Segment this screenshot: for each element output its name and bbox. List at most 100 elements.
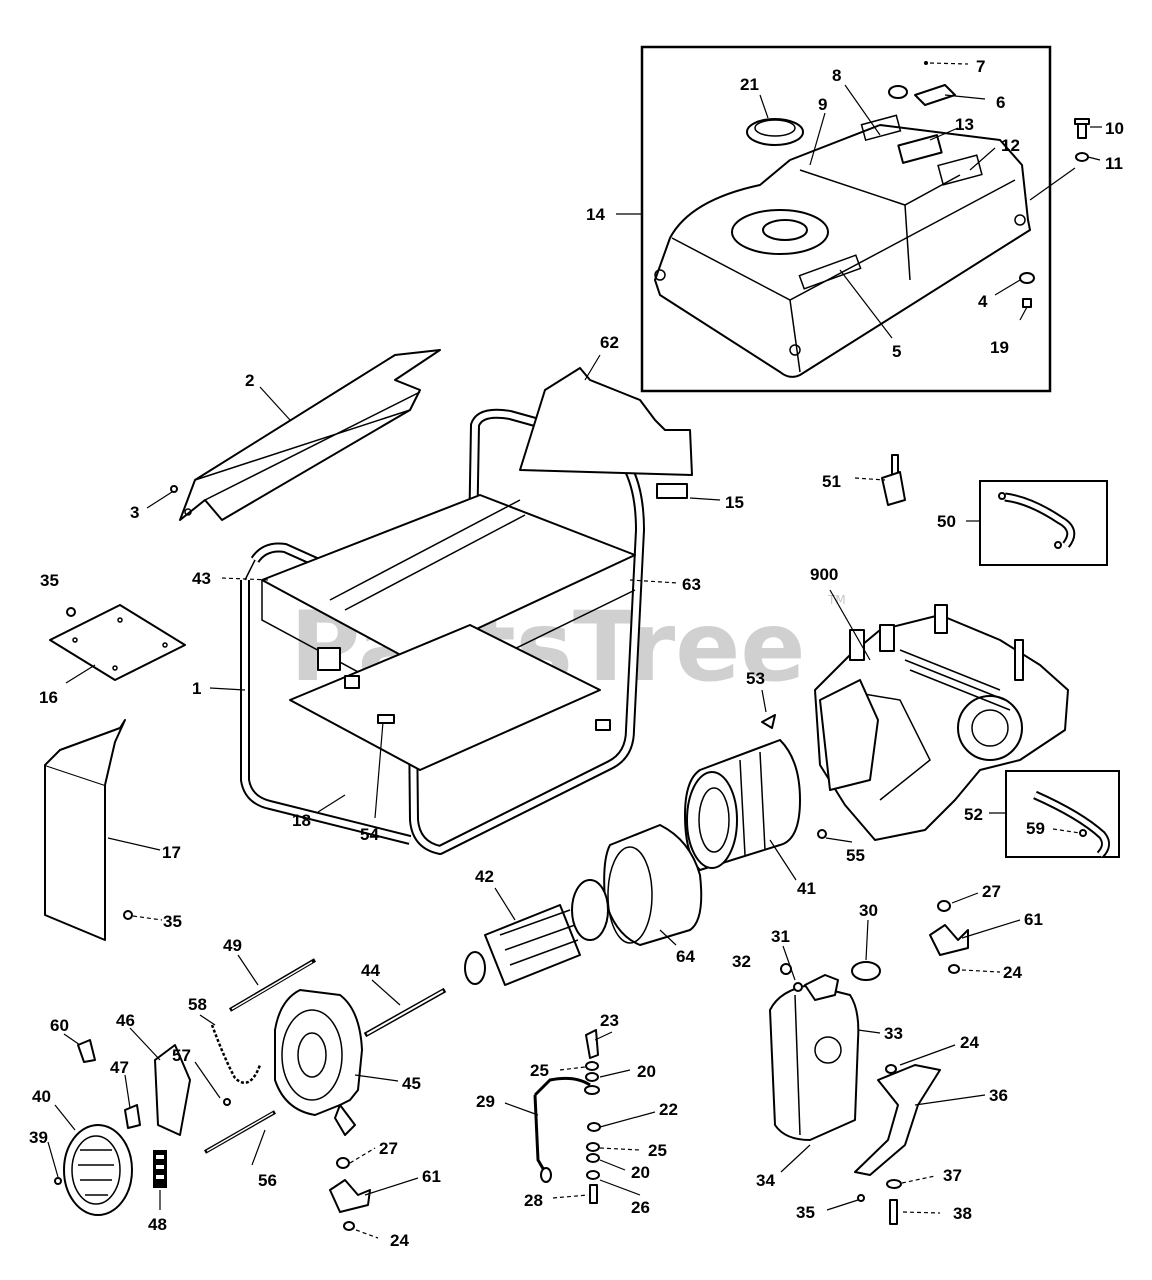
callout-55: 55 (846, 846, 865, 865)
gauge-bracket[interactable] (888, 84, 956, 106)
fuel-valve[interactable] (881, 454, 906, 506)
callout-13: 13 (955, 115, 974, 134)
nut-27a[interactable] (937, 900, 951, 912)
callout-33: 33 (884, 1024, 903, 1043)
callout-35: 35 (796, 1203, 815, 1222)
callout-43: 43 (192, 569, 211, 588)
callout-9: 9 (818, 95, 827, 114)
callout-5: 5 (892, 342, 901, 361)
bolt-28[interactable] (589, 1184, 598, 1204)
screw-35a[interactable] (66, 607, 76, 617)
washer-25a[interactable] (585, 1061, 599, 1071)
nut-22[interactable] (587, 1122, 601, 1132)
muffler[interactable] (769, 974, 860, 1141)
callout-24: 24 (390, 1231, 409, 1250)
rotor[interactable] (464, 879, 609, 986)
stator[interactable] (684, 739, 801, 871)
part-47[interactable] (124, 1104, 141, 1129)
ground-wire[interactable] (533, 1076, 591, 1097)
end-cover[interactable] (63, 1124, 133, 1216)
fuel-gauge[interactable] (897, 134, 943, 164)
control-panel-cover[interactable] (179, 349, 441, 521)
engine[interactable] (814, 604, 1069, 841)
callout-27: 27 (982, 882, 1001, 901)
side-shield[interactable] (44, 719, 126, 941)
callout-4: 4 (978, 292, 988, 311)
callout-26: 26 (631, 1198, 650, 1217)
callout-20: 20 (637, 1062, 656, 1081)
callout-47: 47 (110, 1058, 129, 1077)
rear-bearing-carrier[interactable] (274, 989, 363, 1136)
callout-63: 63 (682, 575, 701, 594)
callout-34: 34 (756, 1171, 775, 1190)
mount-61b[interactable] (329, 1179, 371, 1213)
washer-11[interactable] (1075, 152, 1089, 162)
leader-lines (47, 62, 1102, 1239)
callout-35: 35 (163, 912, 182, 931)
callout-40: 40 (32, 1087, 51, 1106)
panel-label[interactable] (519, 367, 693, 476)
label-15[interactable] (656, 483, 688, 499)
screw-3[interactable] (170, 485, 178, 493)
callout-39: 39 (29, 1128, 48, 1147)
part-53[interactable] (761, 714, 776, 729)
callout-46: 46 (116, 1011, 135, 1030)
terminal-end[interactable] (540, 1167, 552, 1183)
nut-19[interactable] (1022, 298, 1032, 308)
label-54[interactable] (377, 714, 395, 724)
part-60[interactable] (77, 1039, 96, 1063)
fuel-cap[interactable] (746, 118, 804, 146)
nut-24a[interactable] (948, 964, 960, 974)
callout-54: 54 (360, 825, 379, 844)
callout-24: 24 (960, 1033, 979, 1052)
terminal[interactable] (584, 1085, 600, 1095)
gasket[interactable] (851, 961, 881, 981)
screw-35b[interactable] (123, 910, 133, 920)
callout-14: 14 (586, 205, 605, 224)
fuel-tank[interactable] (654, 114, 1031, 378)
washer-25b[interactable] (586, 1142, 600, 1152)
bolt-38[interactable] (889, 1199, 898, 1225)
fuel-line-box (979, 480, 1108, 566)
callout-28: 28 (524, 1191, 543, 1210)
callout-25: 25 (530, 1061, 549, 1080)
washer-37[interactable] (886, 1179, 902, 1189)
callout-3: 3 (130, 503, 139, 522)
brush-holder[interactable] (153, 1150, 167, 1188)
washer-26[interactable] (586, 1170, 600, 1180)
nut-24c[interactable] (343, 1221, 355, 1231)
bolt-10[interactable] (1074, 118, 1090, 139)
grommet-4[interactable] (1019, 272, 1035, 284)
screw-35c[interactable] (857, 1194, 865, 1202)
callout-22: 22 (659, 1100, 678, 1119)
nut-27b[interactable] (336, 1157, 350, 1169)
wire-58[interactable] (210, 1024, 262, 1084)
washer-20a[interactable] (585, 1072, 599, 1082)
screw-39[interactable] (54, 1177, 62, 1185)
callout-41: 41 (797, 879, 816, 898)
part-57[interactable] (223, 1098, 231, 1106)
callout-50: 50 (937, 512, 956, 531)
mount-61a[interactable] (929, 924, 969, 956)
callout-21: 21 (740, 75, 759, 94)
callout-52: 52 (964, 805, 983, 824)
washer-20b[interactable] (586, 1153, 600, 1163)
muffler-bracket[interactable] (854, 1064, 941, 1176)
screw-23[interactable] (585, 1029, 599, 1059)
callout-62: 62 (600, 333, 619, 352)
callout-61: 61 (1024, 910, 1043, 929)
nut-31[interactable] (793, 982, 803, 992)
brush-cover[interactable] (154, 1044, 191, 1136)
breather-hose[interactable] (1033, 790, 1110, 859)
callout-15: 15 (725, 493, 744, 512)
callout-20: 20 (631, 1163, 650, 1182)
callout-23: 23 (600, 1011, 619, 1030)
callout-labels: 7 6 8 21 9 13 12 10 11 14 4 5 19 62 2 3 … (29, 57, 1124, 1250)
fuel-line[interactable] (998, 492, 1076, 549)
sleeve[interactable] (603, 824, 703, 946)
callout-42: 42 (475, 867, 494, 886)
nut-24b[interactable] (885, 1064, 897, 1074)
nut-55[interactable] (817, 829, 827, 839)
callout-36: 36 (989, 1086, 1008, 1105)
callout-57: 57 (172, 1046, 191, 1065)
